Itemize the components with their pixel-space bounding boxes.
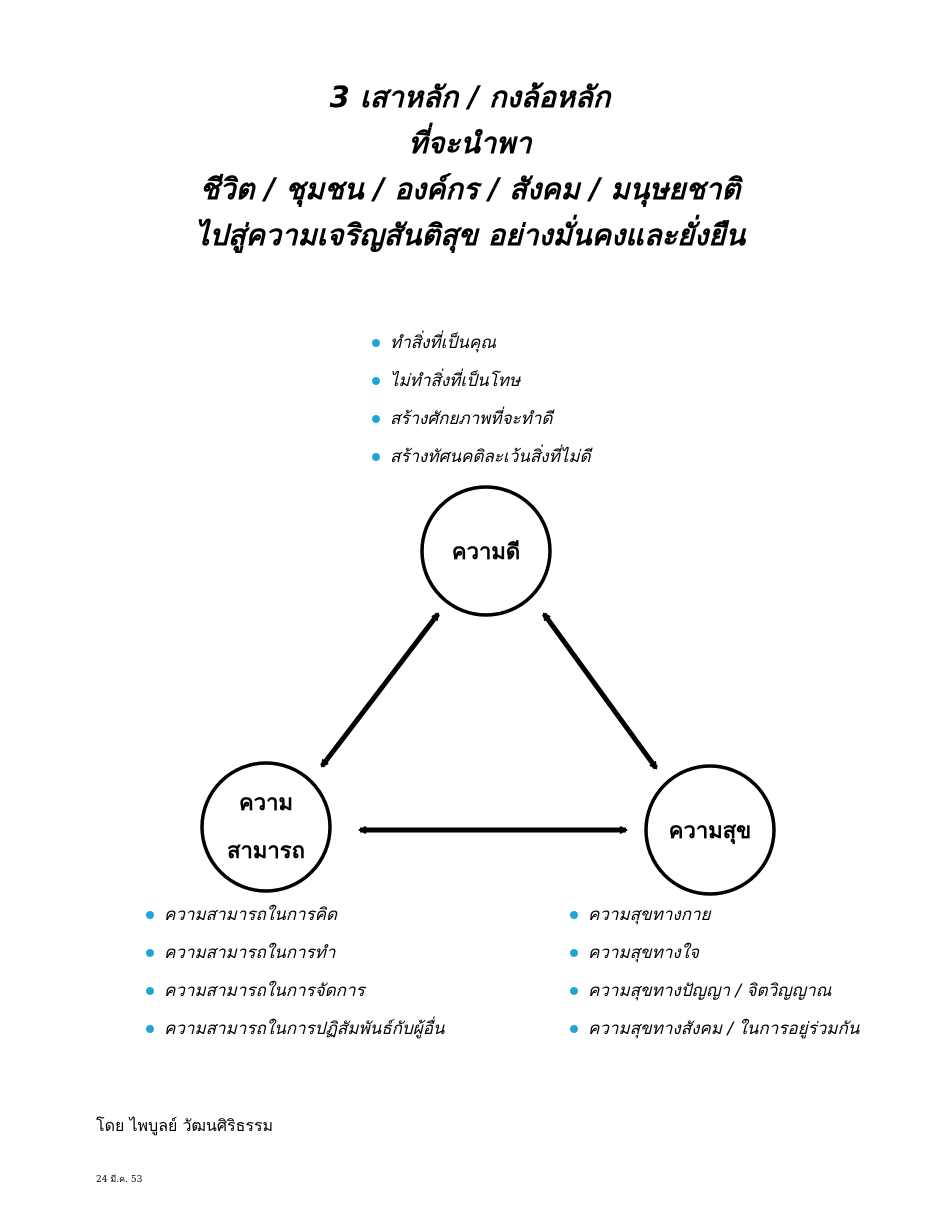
list-item: ความสามารถในการคิด [146, 896, 445, 934]
bullet-dot-icon [372, 453, 380, 461]
list-item: สร้างศักยภาพที่จะทำดี [372, 400, 591, 438]
title-line-1: 3 เสาหลัก / กงล้อหลัก [329, 80, 611, 114]
node-goodness-circle [420, 485, 552, 617]
bullet-dot-icon [570, 949, 578, 957]
list-item: ไม่ทำสิ่งที่เป็นโทษ [372, 362, 591, 400]
author-credit: โดย ไพบูลย์ วัฒนศิริธรรม [96, 1116, 274, 1135]
bullet-dot-icon [372, 377, 380, 385]
bullet-dot-icon [146, 911, 154, 919]
list-item: ความสามารถในการทำ [146, 934, 445, 972]
bullet-dot-icon [146, 1025, 154, 1033]
title-block: 3 เสาหลัก / กงล้อหลัก ที่จะนำพา ชีวิต / … [0, 74, 940, 258]
bullet-dot-icon [372, 339, 380, 347]
list-item-text: ทำสิ่งที่เป็นคุณ [390, 333, 497, 353]
list-item-text: ความสุขทางสังคม / ในการอยู่ร่วมกัน [588, 1019, 860, 1039]
bullet-dot-icon [146, 987, 154, 995]
bullet-dot-icon [146, 949, 154, 957]
list-item-text: สร้างทัศนคติละเว้นสิ่งที่ไม่ดี [390, 447, 591, 467]
list-item-text: ความสุขทางปัญญา / จิตวิญญาณ [588, 981, 832, 1001]
list-item-text: ความสามารถในการคิด [164, 905, 338, 925]
list-item-text: ความสามารถในการจัดการ [164, 981, 365, 1001]
list-item: ความสุขทางปัญญา / จิตวิญญาณ [570, 972, 859, 1010]
arrow-top-right [541, 614, 659, 768]
node-happiness-circle [644, 764, 776, 896]
node-ability-label-line-2: สามารถ [227, 839, 305, 864]
list-item: ความสุขทางกาย [570, 896, 859, 934]
node-goodness-label: ความดี [452, 540, 520, 565]
list-item: ความสุขทางใจ [570, 934, 859, 972]
happiness-list: ความสุขทางกาย ความสุขทางใจ ความสุขทางปัญ… [570, 896, 859, 1048]
node-happiness-label: ความสุข [669, 819, 751, 845]
arrow-top-left [320, 614, 440, 766]
title-line-2: ที่จะนำพา [408, 126, 532, 160]
list-item-text: ความสามารถในการทำ [164, 943, 336, 963]
node-goodness: ความดี [420, 485, 552, 617]
bullet-dot-icon [372, 415, 380, 423]
list-item-text: สร้างศักยภาพที่จะทำดี [390, 409, 553, 429]
ability-list: ความสามารถในการคิด ความสามารถในการทำ ควา… [146, 896, 445, 1048]
list-item: สร้างทัศนคติละเว้นสิ่งที่ไม่ดี [372, 438, 591, 476]
goodness-list: ทำสิ่งที่เป็นคุณ ไม่ทำสิ่งที่เป็นโทษ สร้… [372, 324, 591, 476]
title-line-3: ชีวิต / ชุมชน / องค์กร / สังคม / มนุษยชา… [199, 172, 741, 206]
list-item-text: ไม่ทำสิ่งที่เป็นโทษ [390, 371, 521, 391]
bullet-dot-icon [570, 911, 578, 919]
date-stamp: 24 มี.ค. 53 [96, 1175, 143, 1185]
bullet-dot-icon [570, 1025, 578, 1033]
title-line-4: ไปสู่ความเจริญสันติสุข อย่างมั่นคงและยั่… [194, 218, 746, 252]
node-ability-label-line-1: ความ [239, 791, 293, 816]
list-item: ทำสิ่งที่เป็นคุณ [372, 324, 591, 362]
list-item-text: ความสุขทางกาย [588, 905, 711, 925]
node-ability: ความ สามารถ [200, 761, 332, 893]
list-item-text: ความสุขทางใจ [588, 943, 699, 963]
list-item-text: ความสามารถในการปฏิสัมพันธ์กับผู้อื่น [164, 1019, 445, 1039]
list-item: ความสามารถในการปฏิสัมพันธ์กับผู้อื่น [146, 1010, 445, 1048]
node-ability-circle [200, 761, 332, 893]
bullet-dot-icon [570, 987, 578, 995]
list-item: ความสุขทางสังคม / ในการอยู่ร่วมกัน [570, 1010, 859, 1048]
node-happiness: ความสุข [644, 764, 776, 896]
list-item: ความสามารถในการจัดการ [146, 972, 445, 1010]
